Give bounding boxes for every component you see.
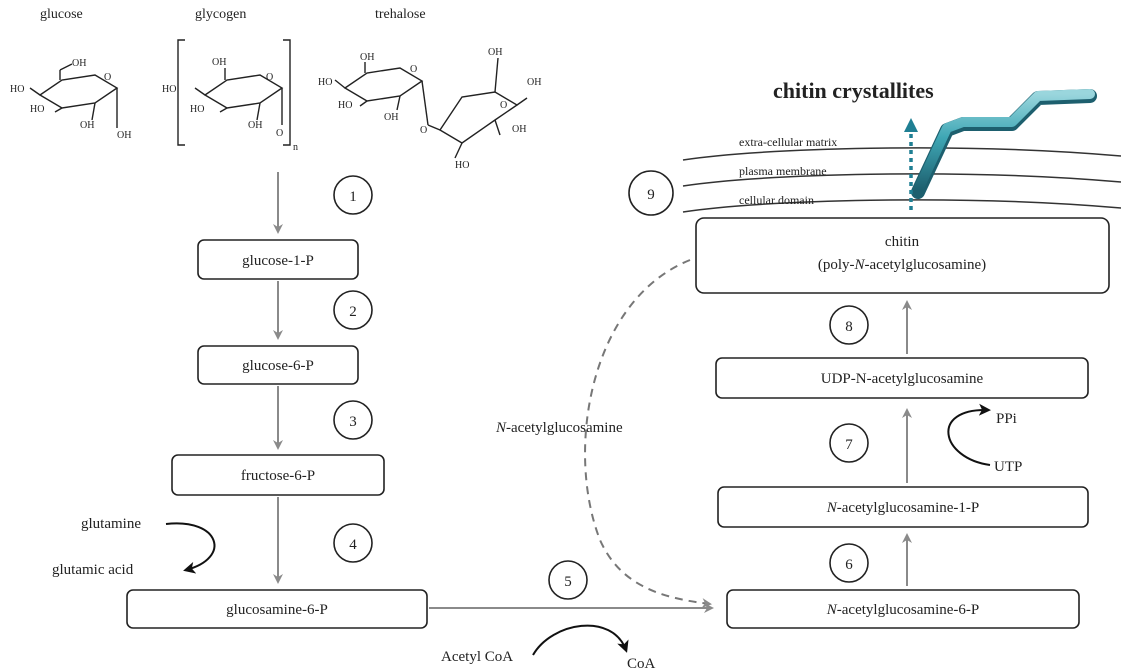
utp-label: UTP [994,459,1022,475]
svg-text:HO: HO [30,104,44,115]
chitin-sublabel: (poly-N-acetylglucosamine) [818,257,986,273]
udp-nag-box [715,357,1089,399]
svg-text:9: 9 [647,187,655,203]
glucose-1-p-box [197,239,359,280]
svg-text:6: 6 [845,557,853,573]
trehalose-label: trehalose [375,7,426,22]
chitin-fiber [913,89,1095,195]
svg-text:OH: OH [72,58,86,69]
svg-text:OH: OH [512,124,526,135]
svg-text:n: n [293,142,298,153]
svg-text:4: 4 [349,537,357,553]
svg-text:O: O [266,72,273,83]
svg-text:HO: HO [162,84,176,95]
svg-text:OH: OH [384,112,398,123]
udp-nag-label: UDP-N-acetylglucosamine [821,371,984,387]
glucose-6-p-label: glucose-6-P [242,358,314,374]
ppi-label: PPi [996,411,1017,427]
chitin-crystallites-label: chitin crystallites [773,78,934,103]
step-1: 1 [333,175,373,215]
glucosamine-6-p-box [126,589,428,629]
glucose-6-p-box [197,345,359,385]
svg-text:O: O [104,72,111,83]
membrane-layers [682,147,1121,213]
glutamine-label: glutamine [81,516,141,532]
glycogen-label: glycogen [195,7,246,22]
nag-6-p-box [726,589,1080,629]
svg-text:1: 1 [349,189,357,205]
fructose-6-p-box [171,454,385,496]
utp-ppi-arrow [947,403,991,466]
svg-text:O: O [420,125,427,136]
svg-text:OH: OH [117,130,131,141]
svg-text:OH: OH [360,52,374,63]
glutamic-acid-label: glutamic acid [52,562,134,578]
ecm-label: extra-cellular matrix [739,135,837,149]
step-3: 3 [333,400,373,440]
glucose-label: glucose [40,7,83,22]
svg-text:2: 2 [349,304,357,320]
svg-text:OH: OH [80,120,94,131]
svg-text:O: O [410,64,417,75]
cellular-domain-label: cellular domain [739,193,814,207]
chitin-box [695,217,1110,294]
step-9: 9 [628,170,674,216]
svg-text:HO: HO [190,104,204,115]
svg-text:HO: HO [455,160,469,171]
svg-text:HO: HO [318,77,332,88]
nag-6-p-label: N-acetylglucosamine-6-P [826,602,979,618]
fructose-6-p-label: fructose-6-P [241,468,315,484]
plasma-membrane-label: plasma membrane [739,164,827,178]
svg-text:OH: OH [248,120,262,131]
chitin-label: chitin [885,234,920,250]
svg-text:OH: OH [527,77,541,88]
svg-text:O: O [276,128,283,139]
nag-salvage-arrow [584,259,712,609]
step-5: 5 [548,560,588,600]
glutamine-arrow [165,522,216,574]
svg-text:OH: OH [488,47,502,58]
svg-text:O: O [500,100,507,111]
acetyl-coa-label: Acetyl CoA [441,649,513,665]
trehalose-structure: OH HO HO O OH O OH OH O OH HO [318,47,541,171]
glucose-structure: OH HO HO O OH OH [10,58,131,141]
step-4: 4 [333,523,373,563]
glycogen-structure: OH HO HO O OH O n [162,39,298,153]
acetyl-coa-arrow [532,624,629,656]
nag-1-p-label: N-acetylglucosamine-1-P [826,500,979,516]
step-8: 8 [829,305,869,345]
step-2: 2 [333,290,373,330]
svg-text:8: 8 [845,319,853,335]
glucosamine-6-p-label: glucosamine-6-P [226,602,328,618]
svg-text:7: 7 [845,437,853,453]
nag-salvage-label: N-acetylglucosamine [495,420,623,436]
step-7: 7 [829,423,869,463]
svg-text:OH: OH [212,57,226,68]
coa-label: CoA [627,656,656,670]
glucose-1-p-label: glucose-1-P [242,253,314,269]
step-6: 6 [829,543,869,583]
svg-text:HO: HO [10,84,24,95]
nag-1-p-box [717,486,1089,528]
svg-text:HO: HO [338,100,352,111]
svg-text:3: 3 [349,414,357,430]
svg-text:5: 5 [564,574,572,590]
